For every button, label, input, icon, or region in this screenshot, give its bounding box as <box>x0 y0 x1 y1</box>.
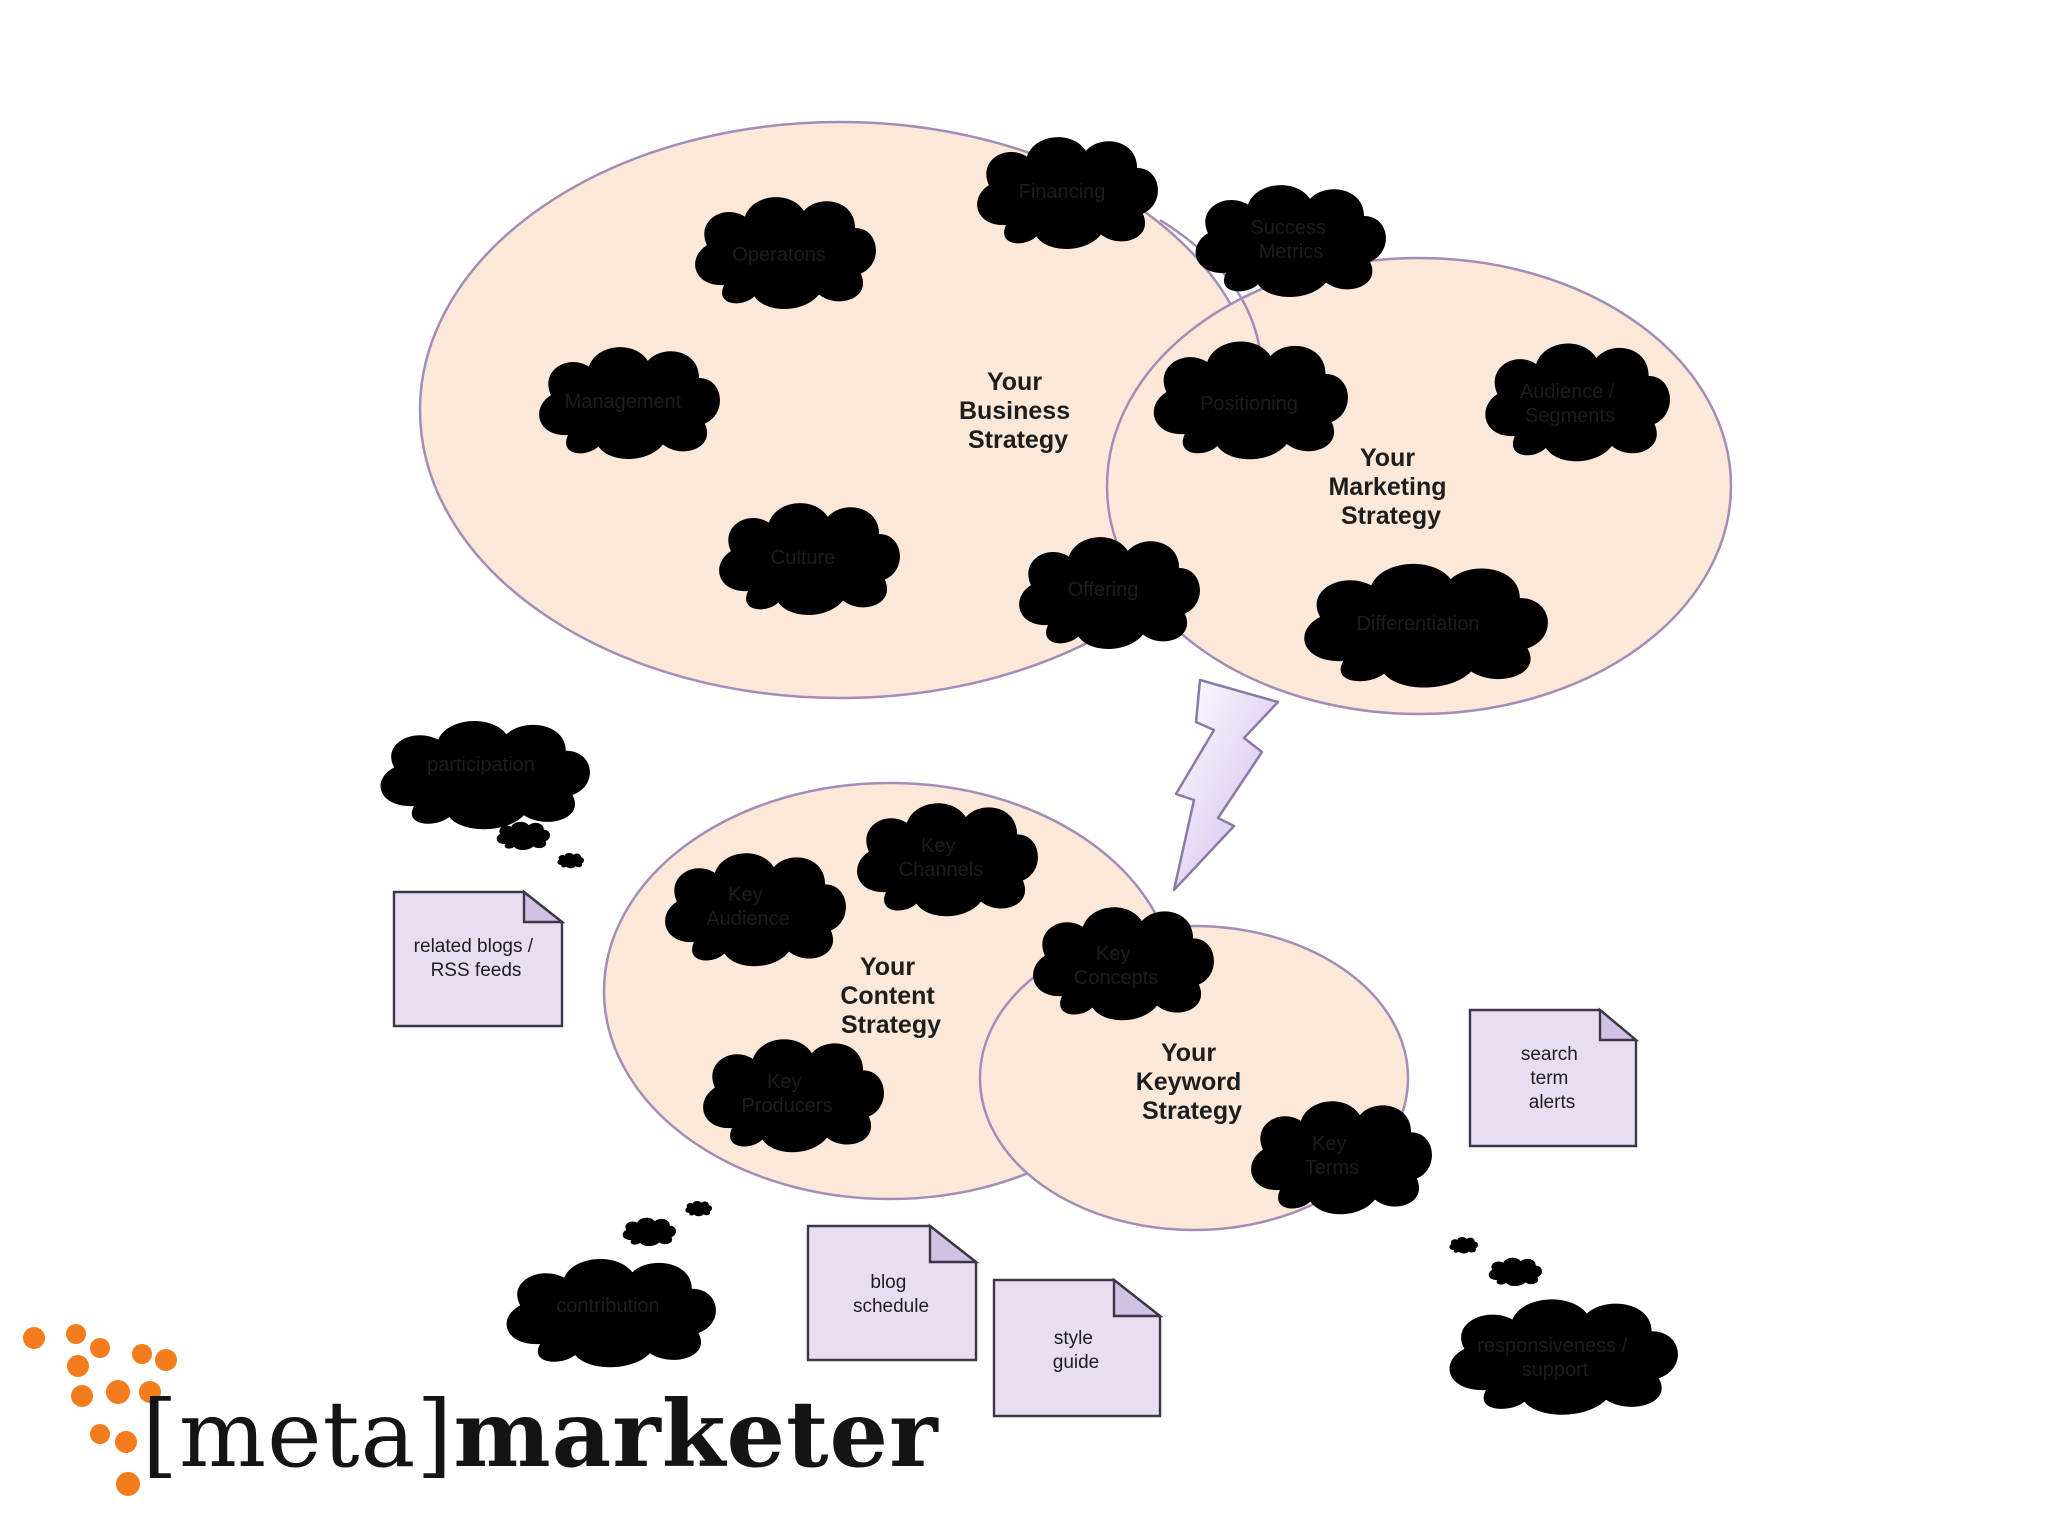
participation-label: participation <box>427 754 535 776</box>
management-label: Management <box>565 391 682 413</box>
contribution-bubble-small <box>685 1200 712 1217</box>
success-metrics-label: Success Metrics <box>1250 217 1331 263</box>
key-concepts-label: Key Concepts <box>1074 943 1159 989</box>
key-producers-label: Key Producers <box>741 1071 832 1117</box>
metamarketer-logo: [meta]marketer <box>142 1388 939 1481</box>
keyword-strategy-label: Your Keyword Strategy <box>1136 1039 1249 1125</box>
differentiation-label: Differentiation <box>1356 613 1479 635</box>
responsiveness-cloud <box>1449 1299 1678 1415</box>
style-guide-label: style guide <box>1053 1328 1100 1373</box>
logo-bracket-open: [ <box>142 1381 179 1488</box>
operations-label: Operatons <box>732 244 825 266</box>
blog-schedule-label: blog schedule <box>853 1272 929 1317</box>
logo-dots-icon <box>23 1324 177 1496</box>
key-audience-label: Key Audience <box>706 884 789 930</box>
responsiveness-label: responsiveness / support <box>1477 1335 1633 1381</box>
business-strategy-label: Your Business Strategy <box>959 368 1077 454</box>
search-alerts-label: search term alerts <box>1521 1044 1583 1113</box>
key-terms-label: Key Terms <box>1305 1133 1359 1179</box>
search-alerts-document <box>1468 1007 1640 1148</box>
lightning-arrow <box>1172 678 1280 892</box>
culture-label: Culture <box>771 547 835 569</box>
responsiveness-bubble-small <box>1449 1237 1478 1254</box>
style-guide-document <box>992 1277 1164 1418</box>
content-strategy-label: Your Content Strategy <box>840 953 941 1039</box>
key-channels-label: Key Channels <box>899 835 984 881</box>
participation-bubble-large <box>496 821 550 851</box>
related-blogs-document <box>392 889 566 1028</box>
financing-label: Financing <box>1019 181 1106 203</box>
audience-segments-label: Audience / Segments <box>1520 381 1620 427</box>
responsiveness-bubble-large <box>1488 1257 1542 1287</box>
positioning-label: Positioning <box>1200 393 1298 415</box>
logo-bracket-close: ] <box>416 1381 454 1488</box>
marketing-strategy-label: Your Marketing Strategy <box>1328 444 1453 530</box>
contribution-label: contribution <box>556 1295 659 1317</box>
blog-schedule-document <box>806 1223 980 1362</box>
logo-meta: meta <box>178 1381 417 1488</box>
contribution-bubble-large <box>622 1217 676 1247</box>
offering-label: Offering <box>1068 579 1139 601</box>
logo-marketer: marketer <box>453 1380 939 1488</box>
related-blogs-label: related blogs / RSS feeds <box>414 936 539 981</box>
participation-bubble-small <box>557 852 584 869</box>
